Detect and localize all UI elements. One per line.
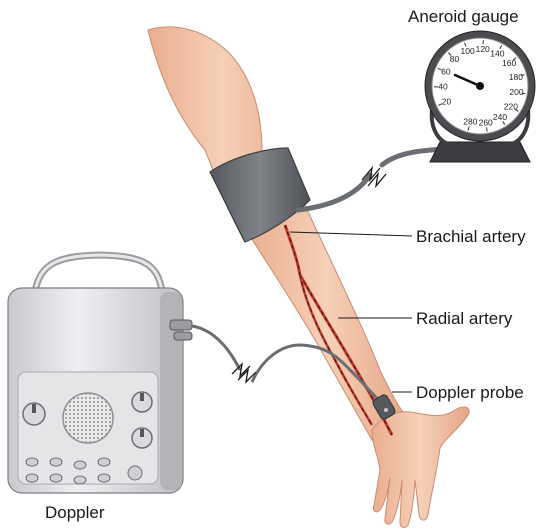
- gauge-tick-label: 40: [438, 82, 448, 92]
- label-brachial-artery: Brachial artery: [416, 227, 526, 246]
- gauge-tick-mark: [487, 128, 488, 132]
- volume-knob[interactable]: [23, 403, 45, 425]
- gauge-tick-label: 200: [509, 87, 523, 97]
- gauge-base: [430, 142, 530, 162]
- gauge-hub: [476, 82, 484, 90]
- doppler-button[interactable]: [50, 458, 62, 466]
- doppler-device: [8, 255, 192, 493]
- gauge-tick-label: 120: [476, 44, 490, 54]
- doppler-button[interactable]: [50, 474, 62, 482]
- gauge-tick-label: 180: [509, 72, 523, 82]
- gauge-tick-label: 260: [479, 118, 493, 128]
- doppler-button[interactable]: [26, 458, 38, 466]
- doppler-button[interactable]: [98, 474, 110, 482]
- power-button[interactable]: [128, 466, 142, 480]
- gauge-tick-label: 60: [441, 67, 451, 77]
- arm: [148, 27, 469, 527]
- gauge-tick-label: 280: [463, 117, 477, 127]
- doppler-button[interactable]: [26, 474, 38, 482]
- label-radial-artery: Radial artery: [416, 309, 513, 328]
- gauge-tick-label: 240: [493, 112, 507, 122]
- doppler-button[interactable]: [74, 476, 86, 484]
- doppler-button[interactable]: [98, 458, 110, 466]
- gauge-tick-label: 20: [442, 97, 452, 107]
- speaker-grille: [63, 393, 113, 443]
- doppler-button[interactable]: [74, 461, 86, 469]
- label-doppler: Doppler: [45, 503, 105, 522]
- label-doppler-probe: Doppler probe: [416, 383, 524, 402]
- gauge-tick-label: 80: [450, 54, 460, 64]
- label-aneroid-gauge: Aneroid gauge: [408, 7, 519, 26]
- gauge-tick-label: 100: [461, 46, 475, 56]
- gauge-tick-mark: [521, 93, 525, 94]
- right-knob-upper[interactable]: [132, 392, 152, 412]
- right-knob-lower[interactable]: [132, 428, 152, 448]
- gauge-tick-label: 140: [490, 48, 504, 58]
